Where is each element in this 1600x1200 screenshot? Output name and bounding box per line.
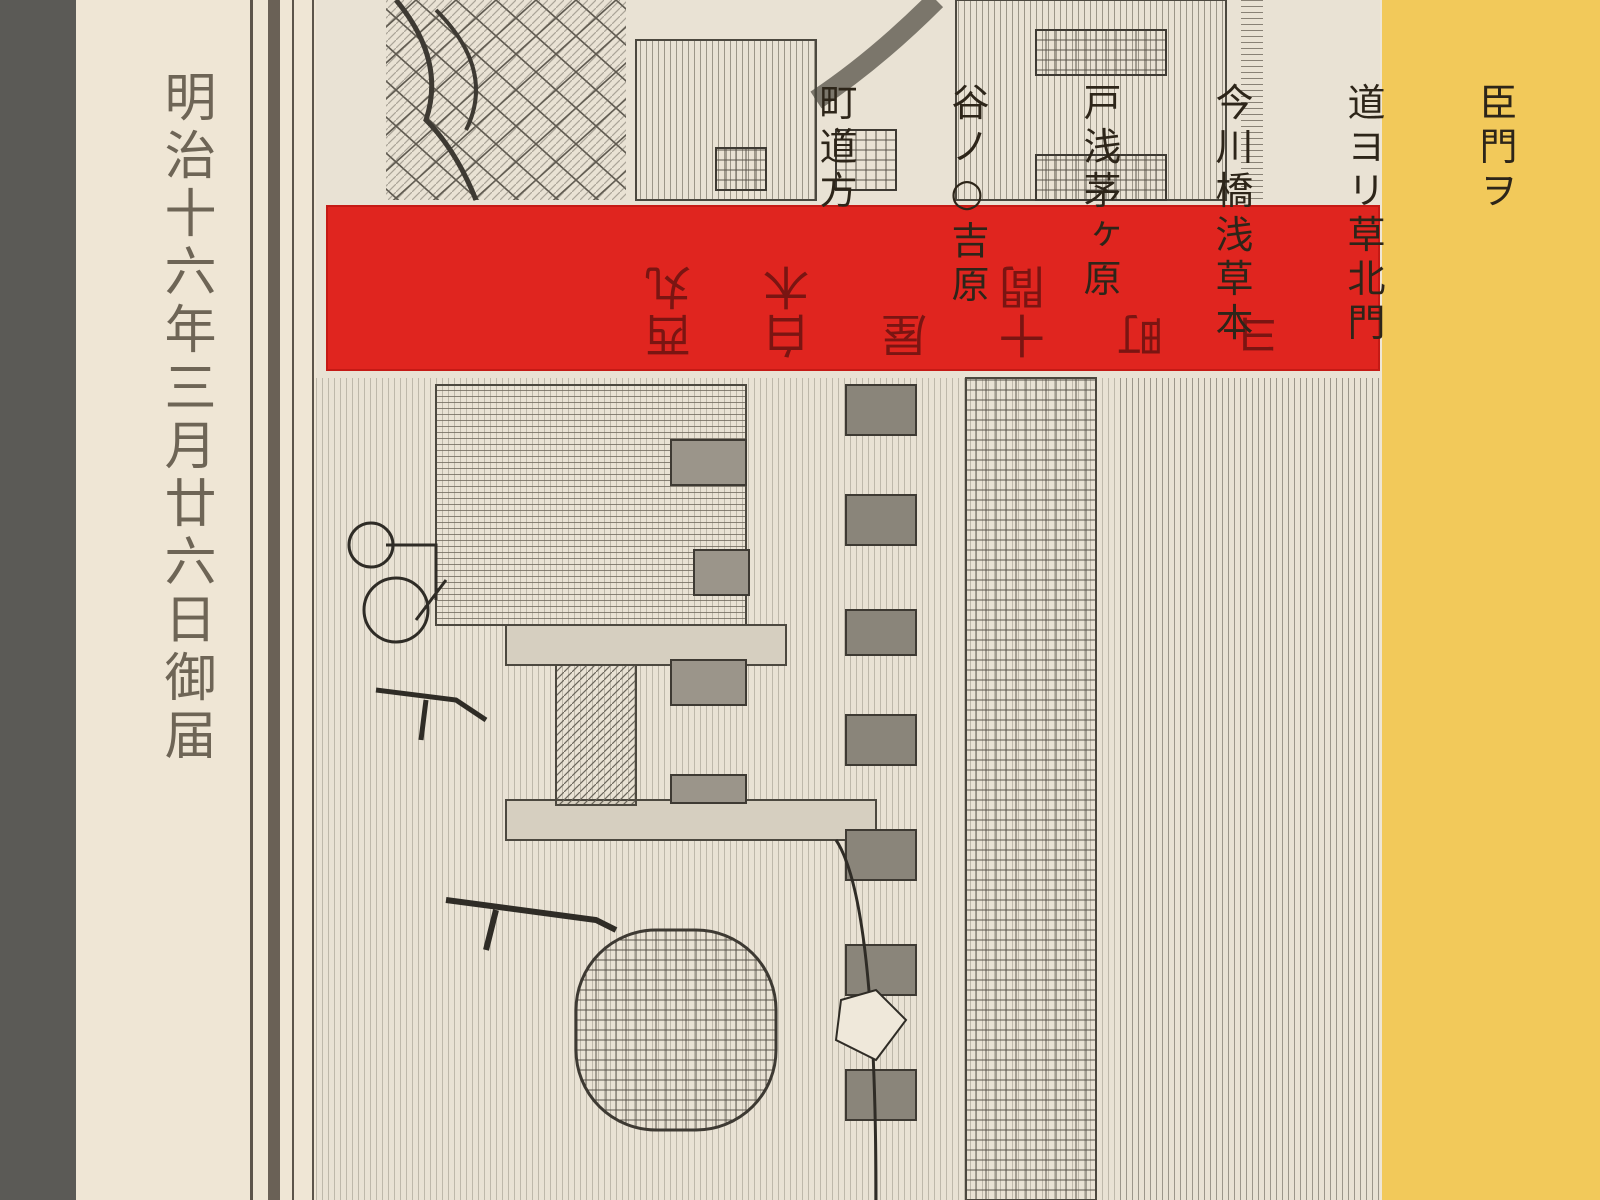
walking-figure	[375, 687, 488, 741]
notice-text: 臣門ヲ 道ヨリ草北門 今川橋浅草本 戸浅茅ヶ原 谷ノ○吉原 町道方	[736, 10, 1594, 1200]
street-figures	[347, 521, 618, 951]
lantern	[834, 988, 908, 1062]
rickshaw	[386, 543, 448, 621]
facade-grid	[965, 377, 1097, 1200]
notice-line: 町道方	[813, 82, 857, 215]
title-cartouche: 西丸 白木屋 十間 町 ヨ	[326, 205, 1380, 371]
upper-window	[1035, 29, 1167, 76]
border-rule-outer	[250, 0, 253, 1200]
border-rule-frame	[312, 0, 314, 1200]
border-rule-inner	[292, 0, 294, 1200]
notice-line: 谷ノ○吉原	[945, 82, 989, 309]
notice-line: 臣門ヲ	[1473, 82, 1517, 215]
foliage	[394, 0, 479, 201]
cornice	[505, 624, 787, 666]
notice-line: 戸浅茅ヶ原	[1077, 82, 1121, 303]
standing-figure	[445, 897, 618, 951]
arched-entrance	[574, 928, 778, 1132]
title-line: 西丸	[644, 263, 698, 359]
date-inscription: 明治十六年三月廿六日御届	[155, 70, 215, 766]
notice-line: 今川橋浅草本	[1209, 82, 1253, 347]
gatehouse-window	[715, 147, 767, 191]
notice-line: 道ヨリ草北門	[1341, 82, 1385, 347]
upper-scene	[386, 0, 1263, 201]
building-engraving	[316, 0, 1380, 1200]
main-building	[316, 377, 1380, 1200]
arched-bridge	[810, 0, 944, 109]
border-rule-thick	[268, 0, 280, 1200]
notice-panel: 臣門ヲ 道ヨリ草北門 今川橋浅草本 戸浅茅ヶ原 谷ノ○吉原 町道方	[813, 0, 1600, 1200]
